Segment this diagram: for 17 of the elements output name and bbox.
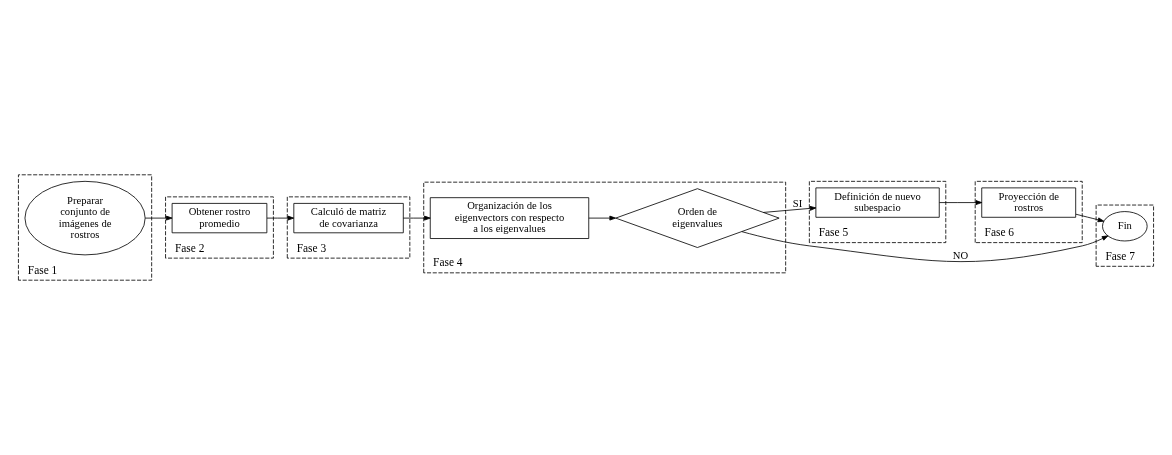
arrow [939,200,983,205]
arrow [741,231,1109,263]
node-box: Proyección de rostros [981,187,1077,218]
arrow [144,215,173,221]
edge-label: NO [952,250,969,262]
node-ellipse: Preparar conjunto de imágenes de rostros [24,180,146,256]
arrow [588,215,616,221]
node-box: Definición de nuevo subespacio [815,187,940,218]
arrow [402,215,431,221]
arrow [1075,213,1105,223]
arrow [763,205,817,213]
node-box: Organización de los eigenvectors con respecto a los eigenvalues [429,197,590,239]
node-diamond: Orden de eigenvalues [615,188,780,248]
edge-label: SI [792,197,803,209]
arrow [266,215,295,221]
node-box: Obtener rostro promedio [171,203,268,234]
node-box: Calculó de matriz de covarianza [293,203,404,234]
